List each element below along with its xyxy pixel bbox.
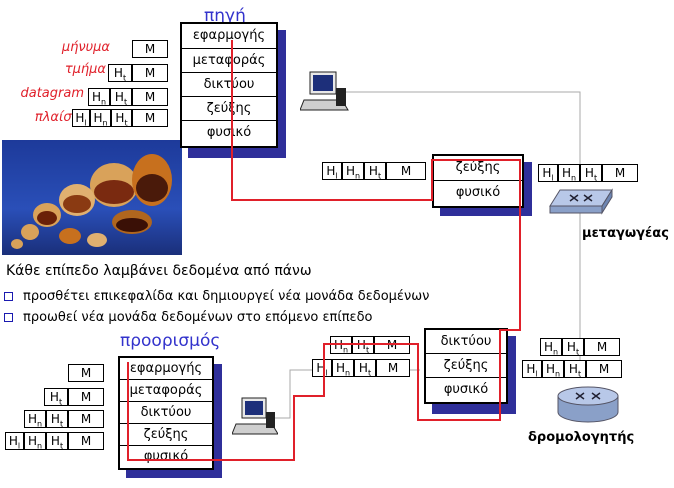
ht-cell: Ht [44, 388, 68, 406]
m-cell: M [68, 432, 104, 450]
hn-cell: Hn [542, 360, 564, 378]
bullet-icon [4, 313, 13, 322]
layer-application: εφαρμογής [120, 358, 212, 380]
ht-cell: Ht [562, 338, 584, 356]
label-segment: τμήμα [64, 62, 106, 77]
label-datagram: datagram [20, 86, 84, 101]
hn-cell: Hn [332, 359, 354, 377]
computer-icon [232, 397, 278, 435]
switch-label: μεταγωγέας [582, 226, 669, 241]
ht-cell: Ht [46, 410, 68, 428]
layer-physical: φυσικό [443, 382, 489, 397]
m-cell: M [132, 88, 168, 106]
ht-cell: Ht [564, 360, 586, 378]
hl-cell: Hl [5, 432, 24, 450]
layer-transport: μεταφοράς [182, 49, 276, 73]
hn-cell: Hn [88, 88, 110, 106]
caption-bullet-2: προωθεί νέα μονάδα δεδομένων στο επόμενο… [4, 310, 372, 325]
hn-cell: Hn [24, 410, 46, 428]
layer-link: ζεύξης [426, 354, 506, 378]
hn-cell: Hn [90, 109, 111, 127]
m-cell: M [584, 338, 620, 356]
m-cell: M [376, 359, 410, 377]
source-protocol-stack: εφαρμογής μεταφοράς δικτύου ζεύξης φυσικ… [180, 22, 278, 148]
m-cell: M [68, 388, 104, 406]
nesting-dolls-photo [2, 140, 182, 255]
layer-link: ζεύξης [182, 97, 276, 121]
layer-physical: φυσικό [143, 449, 189, 464]
destination-stack-shadow: εφαρμογής μεταφοράς δικτύου ζεύξης φυσικ… [118, 356, 222, 478]
layer-physical: φυσικό [455, 185, 501, 200]
destination-title: προορισμός [120, 331, 221, 351]
ht-cell: Ht [352, 336, 374, 354]
router-icon [557, 386, 619, 423]
layer-transport: μεταφοράς [120, 380, 212, 402]
ht-cell: Ht [110, 88, 132, 106]
caption-bullet-1: προσθέτει επικεφαλίδα και δημιουργεί νέα… [4, 289, 429, 304]
label-message: μήνυμα [61, 40, 110, 55]
switch-stack-shadow: ζεύξης φυσικό [432, 154, 532, 216]
switch-protocol-stack: ζεύξης φυσικό [432, 154, 524, 208]
router-label: δρομολογητής [528, 430, 635, 445]
ht-cell: Ht [108, 64, 132, 82]
switch-icon [549, 188, 613, 215]
hn-cell: Hn [24, 432, 46, 450]
layer-link: ζεύξης [120, 424, 212, 446]
ht-cell: Ht [580, 164, 602, 182]
ht-cell: Ht [46, 432, 68, 450]
ht-cell: Ht [354, 359, 376, 377]
hl-cell: Hl [538, 164, 558, 182]
source-title: πηγή [204, 6, 246, 26]
layer-network: δικτύου [182, 73, 276, 97]
source-stack-shadow: εφαρμογής μεταφοράς δικτύου ζεύξης φυσικ… [180, 22, 286, 158]
layer-application: εφαρμογής [182, 24, 276, 49]
layer-network: δικτύου [120, 402, 212, 424]
m-cell: M [386, 162, 426, 180]
m-cell: M [68, 410, 104, 428]
ht-cell: Ht [364, 162, 386, 180]
layer-network: δικτύου [426, 330, 506, 354]
m-cell: M [132, 64, 168, 82]
m-cell: M [132, 40, 168, 58]
hn-cell: Hn [342, 162, 364, 180]
label-frame: πλαίσιο [34, 110, 84, 125]
hn-cell: Hn [330, 336, 352, 354]
hl-cell: Hl [72, 109, 90, 127]
layer-link: ζεύξης [434, 156, 522, 181]
m-cell: M [586, 360, 622, 378]
hl-cell: Hl [322, 162, 342, 180]
hl-cell: Hl [522, 360, 542, 378]
router-stack-shadow: δικτύου ζεύξης φυσικό [424, 328, 516, 414]
destination-protocol-stack: εφαρμογής μεταφοράς δικτύου ζεύξης φυσικ… [118, 356, 214, 470]
m-cell: M [374, 336, 410, 354]
bullet-icon [4, 292, 13, 301]
caption-heading: Κάθε επίπεδο λαμβάνει δεδομένα από πάνω [6, 263, 312, 279]
layer-physical: φυσικό [206, 125, 252, 140]
hn-cell: Hn [540, 338, 562, 356]
ht-cell: Ht [111, 109, 132, 127]
m-cell: M [132, 109, 168, 127]
computer-icon [300, 71, 349, 111]
router-protocol-stack: δικτύου ζεύξης φυσικό [424, 328, 508, 404]
hn-cell: Hn [558, 164, 580, 182]
m-cell: M [68, 364, 104, 382]
m-cell: M [602, 164, 638, 182]
hl-cell: Hl [312, 359, 332, 377]
